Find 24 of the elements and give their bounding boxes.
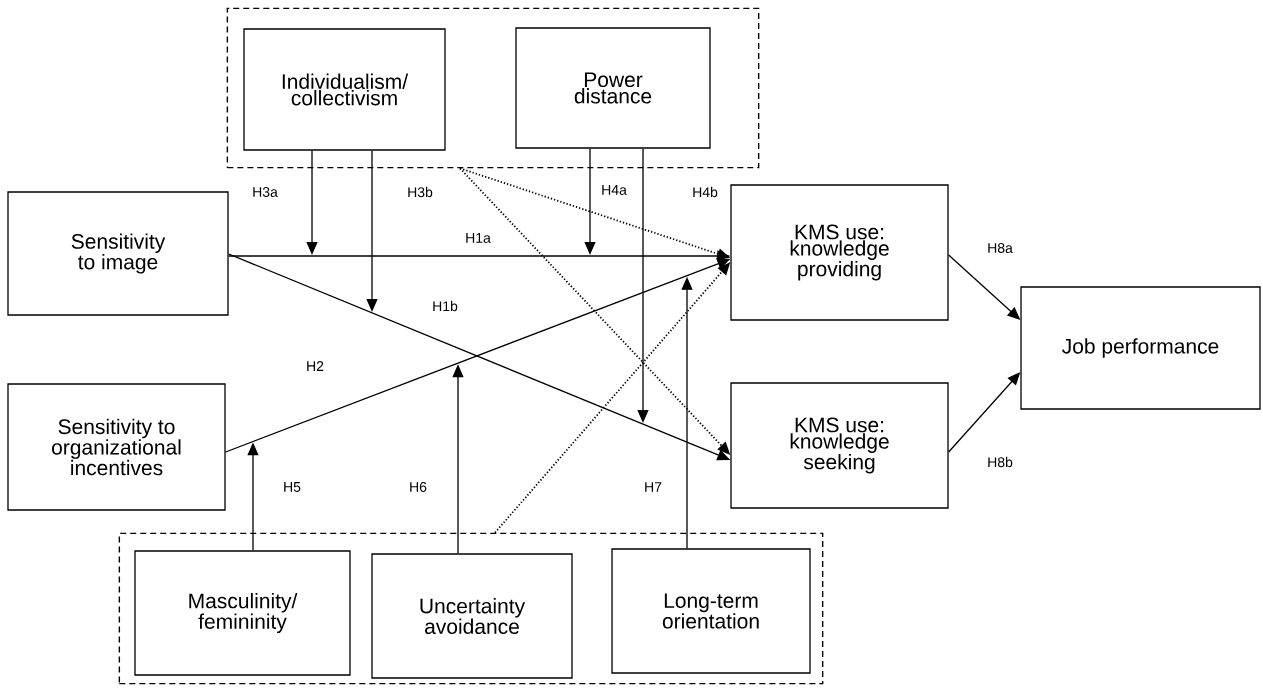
group-box (118, 532, 824, 685)
construct-box: Sensitivity to image (7, 191, 229, 316)
edge-label: H1a (464, 232, 492, 244)
edge-label: H6 (408, 481, 428, 493)
construct-box: Uncertainty avoidance (371, 553, 573, 679)
edge-label: H1b (431, 299, 459, 313)
edge-label: H5 (282, 481, 302, 493)
construct-box: Masculinity/ femininity (134, 550, 351, 676)
edge-label: H4b (691, 185, 719, 199)
construct-box: KMS use: knowledge providing (730, 184, 949, 321)
edge-label: H4a (600, 184, 628, 196)
construct-box: KMS use: knowledge seeking (730, 382, 949, 509)
edge-label: H7 (643, 481, 663, 493)
edge-label: H8a (986, 242, 1014, 254)
edge-label: H3a (251, 186, 279, 198)
edge-label: H3b (406, 185, 434, 199)
edge-label: H8b (986, 455, 1014, 469)
edge-label: H2 (305, 360, 325, 372)
construct-box: Individualism/ collectivism (243, 28, 446, 151)
group-box (226, 7, 760, 169)
construct-box: Sensitivity to organizational incentives (7, 383, 226, 511)
construct-box: Power distance (515, 27, 711, 149)
construct-box: Long-term orientation (611, 548, 811, 674)
construct-box: Job performance (1020, 286, 1261, 410)
